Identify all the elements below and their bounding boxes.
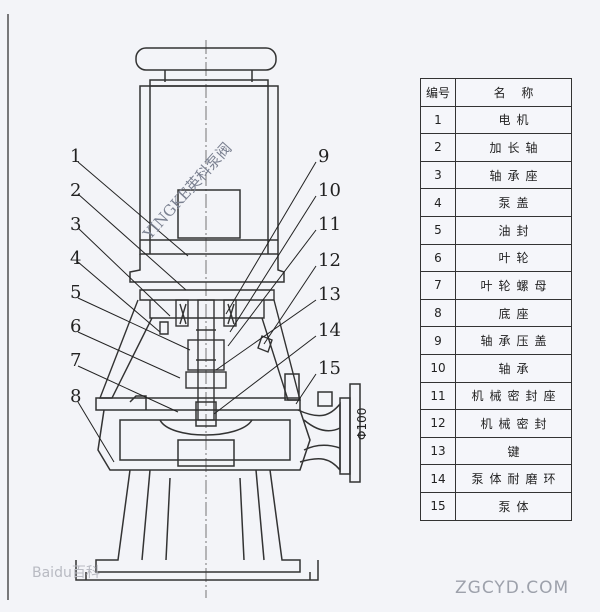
row-name: 轴承座	[455, 160, 572, 190]
row-name: 泵体耐磨环	[455, 464, 572, 493]
callout-6: 6	[70, 316, 81, 337]
pump-casing	[95, 373, 333, 471]
row-name: 加长轴	[455, 133, 572, 162]
row-name: 泵盖	[455, 188, 572, 217]
callout-12: 12	[318, 250, 341, 271]
row-no: 5	[420, 215, 456, 245]
callout-numbers: 1 2 3 4 5 6 7 8 9 10 11 12 13 14 15	[70, 146, 341, 407]
row-name: 叶轮螺母	[455, 271, 572, 300]
row-name: 电机	[455, 105, 572, 135]
row-name: 机械密封	[455, 409, 572, 438]
motor	[129, 47, 285, 283]
row-name: 机械密封座	[455, 381, 572, 411]
callout-7: 7	[70, 350, 81, 371]
row-no: 13	[420, 436, 456, 466]
row-no: 9	[420, 326, 456, 355]
motor-watermark: YINGKE英科泵阀	[139, 139, 235, 243]
callout-2: 2	[70, 180, 81, 201]
callout-3: 3	[70, 214, 81, 235]
header-no: 编号	[420, 78, 456, 107]
row-name: 底座	[455, 298, 572, 328]
callout-13: 13	[318, 284, 341, 305]
row-no: 7	[420, 271, 456, 300]
row-no: 2	[420, 133, 456, 162]
row-no: 1	[420, 105, 456, 135]
row-no: 11	[420, 381, 456, 411]
callout-5: 5	[70, 282, 81, 303]
row-name: 轴承压盖	[455, 326, 572, 355]
callout-11: 11	[318, 214, 341, 235]
row-no: 15	[420, 491, 456, 521]
callout-14: 14	[318, 320, 341, 341]
baidu-watermark: Baidu百科	[32, 565, 100, 581]
row-name: 叶轮	[455, 243, 572, 273]
row-no: 12	[420, 409, 456, 438]
row-name: 泵体	[455, 491, 572, 521]
outlet-nozzle	[297, 383, 361, 483]
callout-1: 1	[70, 146, 81, 167]
callout-10: 10	[318, 180, 341, 201]
leader-lines	[77, 161, 317, 463]
row-no: 8	[420, 298, 456, 328]
row-name: 轴承	[455, 353, 572, 383]
site-watermark: ZGCYD.COM	[455, 578, 570, 598]
row-no: 4	[420, 188, 456, 217]
row-no: 6	[420, 243, 456, 273]
row-no: 3	[420, 160, 456, 190]
row-no: 14	[420, 464, 456, 493]
row-no: 10	[420, 353, 456, 383]
dimension-label: Φ100	[355, 408, 369, 440]
callout-8: 8	[70, 386, 81, 407]
row-name: 键	[455, 436, 572, 466]
callout-9: 9	[318, 146, 329, 167]
callout-4: 4	[70, 248, 81, 269]
row-name: 油封	[455, 215, 572, 245]
header-name: 名 称	[455, 78, 572, 107]
parts-table-header: 编号 名 称	[420, 78, 572, 107]
pump-base	[75, 469, 319, 581]
callout-15: 15	[318, 358, 341, 379]
